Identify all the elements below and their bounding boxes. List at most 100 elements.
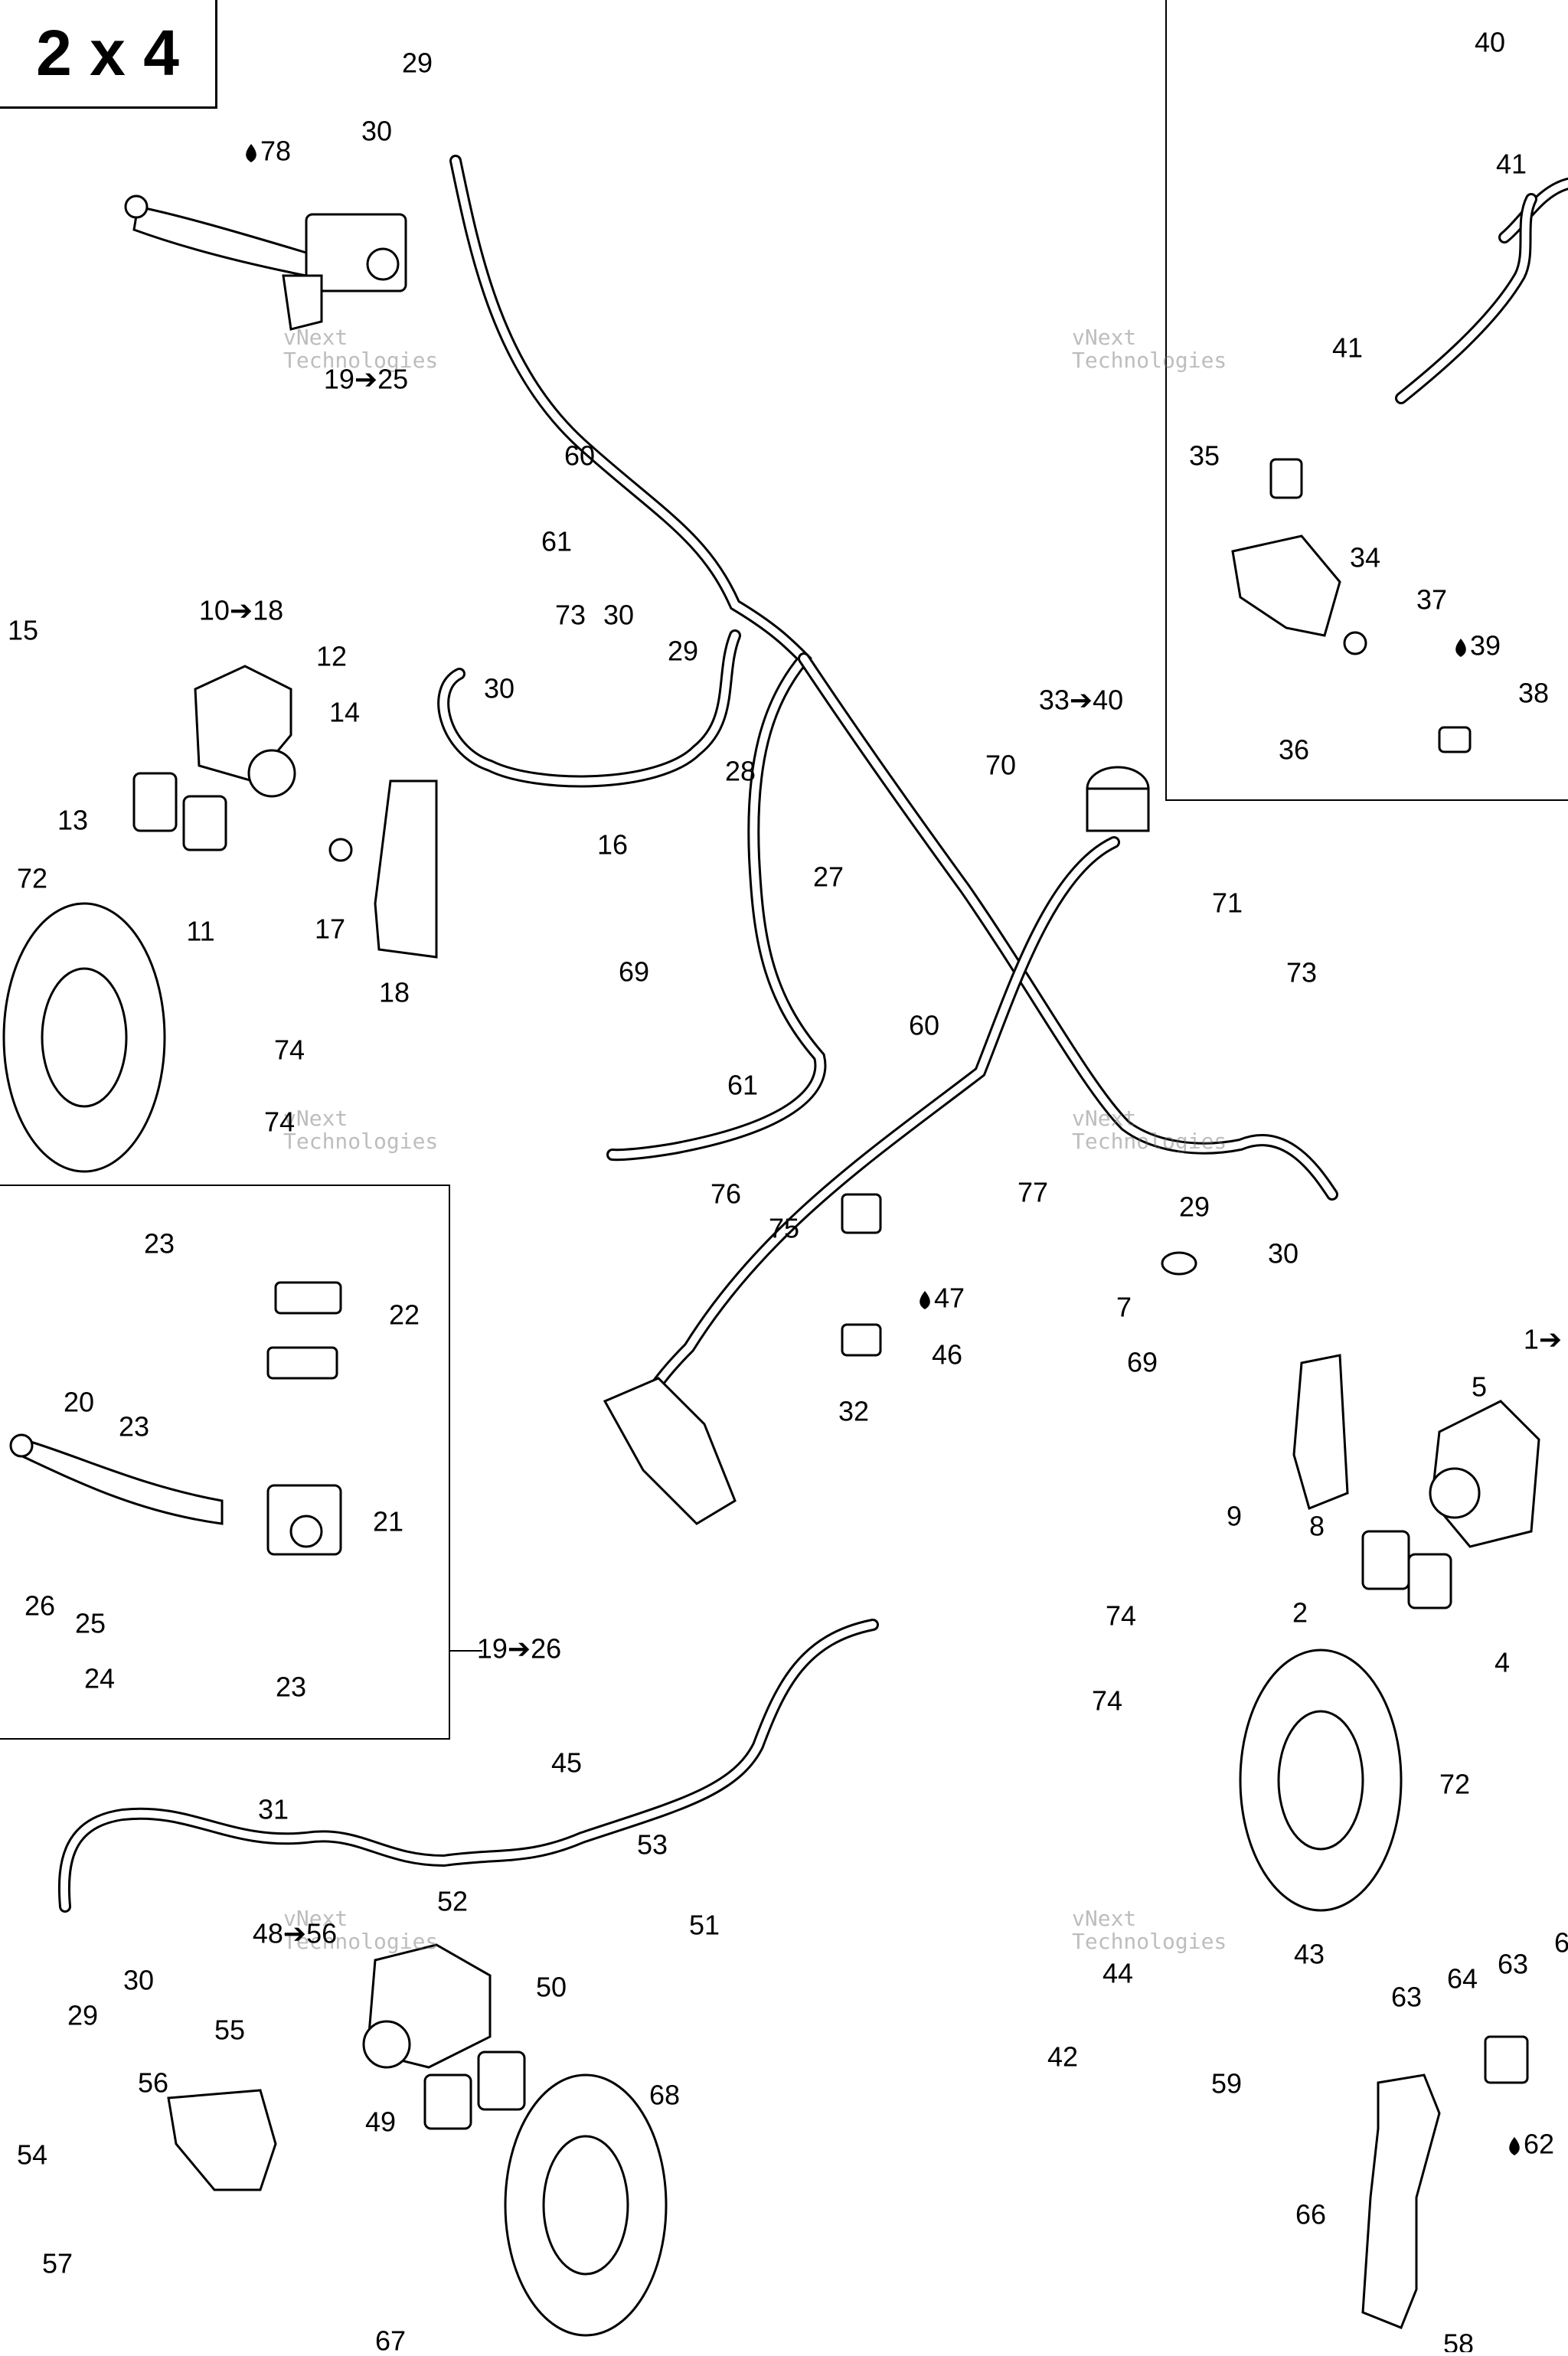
part-callout: 21 — [373, 1506, 403, 1537]
part-callout: 13 — [57, 805, 88, 836]
part-callout: 61 — [541, 526, 572, 557]
front-master-cylinder — [124, 194, 407, 331]
part-callout: 29 — [402, 47, 433, 79]
part-number-label: 18 — [379, 977, 410, 1008]
part-number-label: 75 — [769, 1213, 799, 1244]
part-number-label: 23 — [144, 1228, 175, 1260]
part-number-label: 25 — [75, 1608, 106, 1639]
part-number-label: 41 — [1496, 149, 1527, 180]
part-callout: 30 — [361, 116, 392, 147]
rear-brake-disc — [504, 2073, 668, 2337]
part-number-label: 30 — [123, 1965, 154, 1996]
part-number-label: 73 — [1286, 957, 1317, 988]
part-number-label: 63 — [1498, 1949, 1528, 1980]
part-callout: 72 — [1439, 1769, 1470, 1800]
part-number-label: 20 — [64, 1387, 94, 1418]
part-callout: 29 — [668, 636, 698, 667]
part-callout: 31 — [258, 1794, 289, 1825]
svg-text:vNext: vNext — [1072, 325, 1136, 350]
svg-text:vNext: vNext — [1072, 1906, 1136, 1931]
part-number-label: 13 — [57, 805, 88, 836]
part-callout: 32 — [838, 1396, 869, 1427]
part-callout: 54 — [17, 2139, 47, 2171]
part-number-label: 58 — [1443, 2328, 1474, 2352]
part-number-label: 14 — [329, 697, 360, 728]
part-number-label: 39 — [1470, 630, 1501, 662]
fluid-reservoir — [1086, 766, 1150, 832]
part-number-label: 49 — [365, 2106, 396, 2138]
part-number-label: 4 — [1494, 1647, 1510, 1678]
part-number-label: 28 — [725, 756, 756, 787]
part-callout: 7 — [1116, 1292, 1132, 1323]
part-callout: 68 — [649, 2080, 680, 2111]
part-number-label: 22 — [389, 1299, 420, 1331]
part-number-label: 30 — [361, 116, 392, 147]
part-number-label: 5 — [1472, 1371, 1487, 1403]
part-number-label: 64 — [1447, 1963, 1478, 1995]
svg-text:vNext: vNext — [1072, 1106, 1136, 1131]
part-number-label: 74 — [1106, 1600, 1136, 1632]
part-number-label: 42 — [1047, 2041, 1078, 2073]
part-number-label: 74 — [1092, 1685, 1122, 1717]
svg-text:vNext: vNext — [283, 1106, 348, 1131]
svg-text:Technologies: Technologies — [283, 1129, 438, 1154]
part-number-label: 30 — [1268, 1238, 1298, 1269]
svg-text:Technologies: Technologies — [1072, 1129, 1227, 1154]
part-callout: 39 — [1455, 630, 1501, 662]
part-number-label: 38 — [1518, 678, 1549, 709]
part-callout: 15 — [8, 615, 38, 646]
part-number-label: 7 — [1116, 1292, 1132, 1323]
part-number-label: 46 — [932, 1339, 962, 1371]
part-callout: 59 — [1211, 2068, 1242, 2099]
part-callout: 19➔26 — [477, 1633, 561, 1665]
part-callout: 30 — [123, 1965, 154, 1996]
svg-text:Technologies: Technologies — [1072, 348, 1227, 373]
part-number-label: 30 — [603, 600, 634, 631]
part-callout: 50 — [536, 1972, 567, 2003]
part-number-label: 11 — [186, 916, 214, 947]
part-callout: 69 — [1127, 1347, 1158, 1378]
svg-text:Technologies: Technologies — [1072, 1929, 1227, 1954]
part-callout: 12 — [316, 641, 347, 672]
inset-frame-left — [0, 1185, 482, 1740]
part-number-label: 26 — [24, 1590, 55, 1622]
inset-frame-top-right — [1165, 0, 1568, 801]
part-callout: 24 — [84, 1663, 115, 1694]
part-number-label: 19➔26 — [477, 1633, 561, 1665]
part-number-label: 29 — [1179, 1191, 1210, 1223]
part-number-label: 15 — [8, 615, 38, 646]
part-number-label: 37 — [1416, 584, 1447, 616]
part-number-label: 60 — [564, 440, 595, 472]
part-callout: 36 — [1279, 734, 1309, 766]
part-callout: 37 — [1416, 584, 1447, 616]
part-callout: 30 — [1268, 1238, 1298, 1269]
part-number-label: 48➔56 — [253, 1918, 337, 1949]
part-number-label: 56 — [138, 2067, 168, 2099]
part-callout: 70 — [985, 750, 1016, 781]
part-number-label: 69 — [1127, 1347, 1158, 1378]
part-callout: 58 — [1443, 2328, 1474, 2356]
part-callout: 23 — [276, 1671, 306, 1703]
part-callout: 10➔18 — [199, 595, 283, 626]
part-number-label: 29 — [402, 47, 433, 79]
part-callout: 74 — [274, 1034, 305, 1066]
part-callout: 17 — [315, 913, 345, 945]
part-callout: 28 — [725, 756, 756, 787]
part-number-label: 61 — [541, 526, 572, 557]
part-callout: 20 — [64, 1387, 94, 1418]
part-number-label: 69 — [619, 956, 649, 988]
inset-rear-master-cylinder — [1231, 458, 1472, 753]
rear-caliper — [167, 1943, 526, 2191]
part-callout: 40 — [1475, 27, 1505, 58]
part-number-label: 23 — [276, 1671, 306, 1703]
left-caliper — [132, 665, 438, 959]
part-callout: 77 — [1018, 1177, 1048, 1208]
part-callout: 48➔56 — [253, 1918, 337, 1949]
part-callout: 51 — [689, 1910, 720, 1941]
part-number-label: 12 — [316, 641, 347, 672]
part-number-label: 53 — [637, 1829, 668, 1861]
part-callout: 27 — [813, 861, 844, 893]
